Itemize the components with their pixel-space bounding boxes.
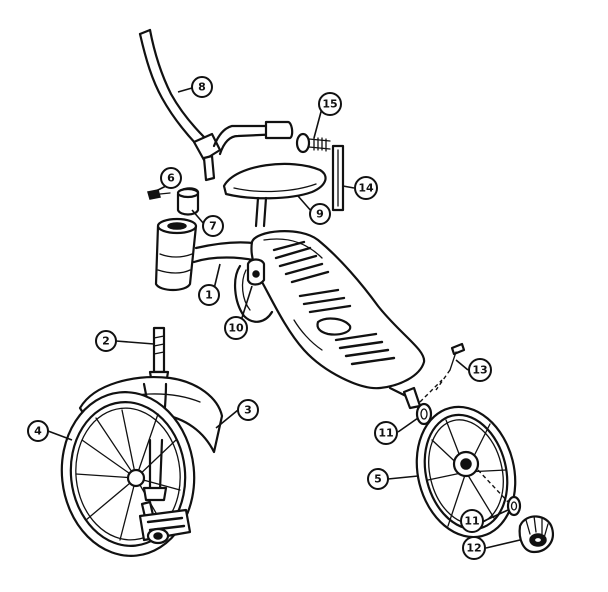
head-tube xyxy=(154,217,198,292)
callout-8: 8 xyxy=(191,76,213,98)
deck-tread xyxy=(272,240,396,366)
callout-2: 2 xyxy=(95,330,117,352)
callout-14: 14 xyxy=(354,176,378,200)
callout-label: 8 xyxy=(198,81,206,94)
handlebar xyxy=(138,28,294,182)
seat-bracket xyxy=(331,144,345,212)
callout-label: 6 xyxy=(167,172,175,185)
washer-lower xyxy=(506,495,522,517)
callout-label: 11 xyxy=(464,515,479,528)
callout-15: 15 xyxy=(318,92,342,116)
callout-13: 13 xyxy=(468,358,492,382)
callout-label: 7 xyxy=(209,220,217,233)
callout-3: 3 xyxy=(237,399,259,421)
callout-12: 12 xyxy=(462,536,486,560)
callout-11-lower: 11 xyxy=(460,509,484,533)
callout-label: 4 xyxy=(34,425,42,438)
callout-label: 3 xyxy=(244,404,252,417)
callout-6: 6 xyxy=(160,167,182,189)
seat xyxy=(222,162,327,228)
front-fork xyxy=(142,438,168,502)
callout-7: 7 xyxy=(202,215,224,237)
callout-11-upper: 11 xyxy=(374,421,398,445)
callout-5: 5 xyxy=(367,468,389,490)
callout-9: 9 xyxy=(309,203,331,225)
rear-wheel-left xyxy=(234,264,274,323)
callout-1: 1 xyxy=(198,284,220,306)
callout-10: 10 xyxy=(224,316,248,340)
seat-bolt xyxy=(295,132,331,154)
screw xyxy=(147,189,171,200)
callout-label: 5 xyxy=(374,473,382,486)
stem-cap xyxy=(176,187,200,216)
rear-deck xyxy=(250,230,426,390)
callout-4: 4 xyxy=(27,420,49,442)
callout-label: 1 xyxy=(205,289,213,302)
callout-label: 13 xyxy=(472,364,487,377)
axle-pin xyxy=(435,342,466,391)
callout-label: 15 xyxy=(322,98,337,111)
callout-label: 10 xyxy=(228,322,244,335)
axle-nut xyxy=(246,258,266,286)
callout-label: 12 xyxy=(466,542,481,555)
pedal xyxy=(138,500,192,545)
callout-label: 14 xyxy=(358,182,374,195)
callout-label: 9 xyxy=(316,208,324,221)
callout-label: 2 xyxy=(102,335,110,348)
callout-label: 11 xyxy=(378,427,393,440)
washer-upper xyxy=(415,402,433,426)
rear-wheel-right xyxy=(415,405,517,539)
fork-stem xyxy=(148,326,170,386)
hub-cap xyxy=(518,515,554,554)
